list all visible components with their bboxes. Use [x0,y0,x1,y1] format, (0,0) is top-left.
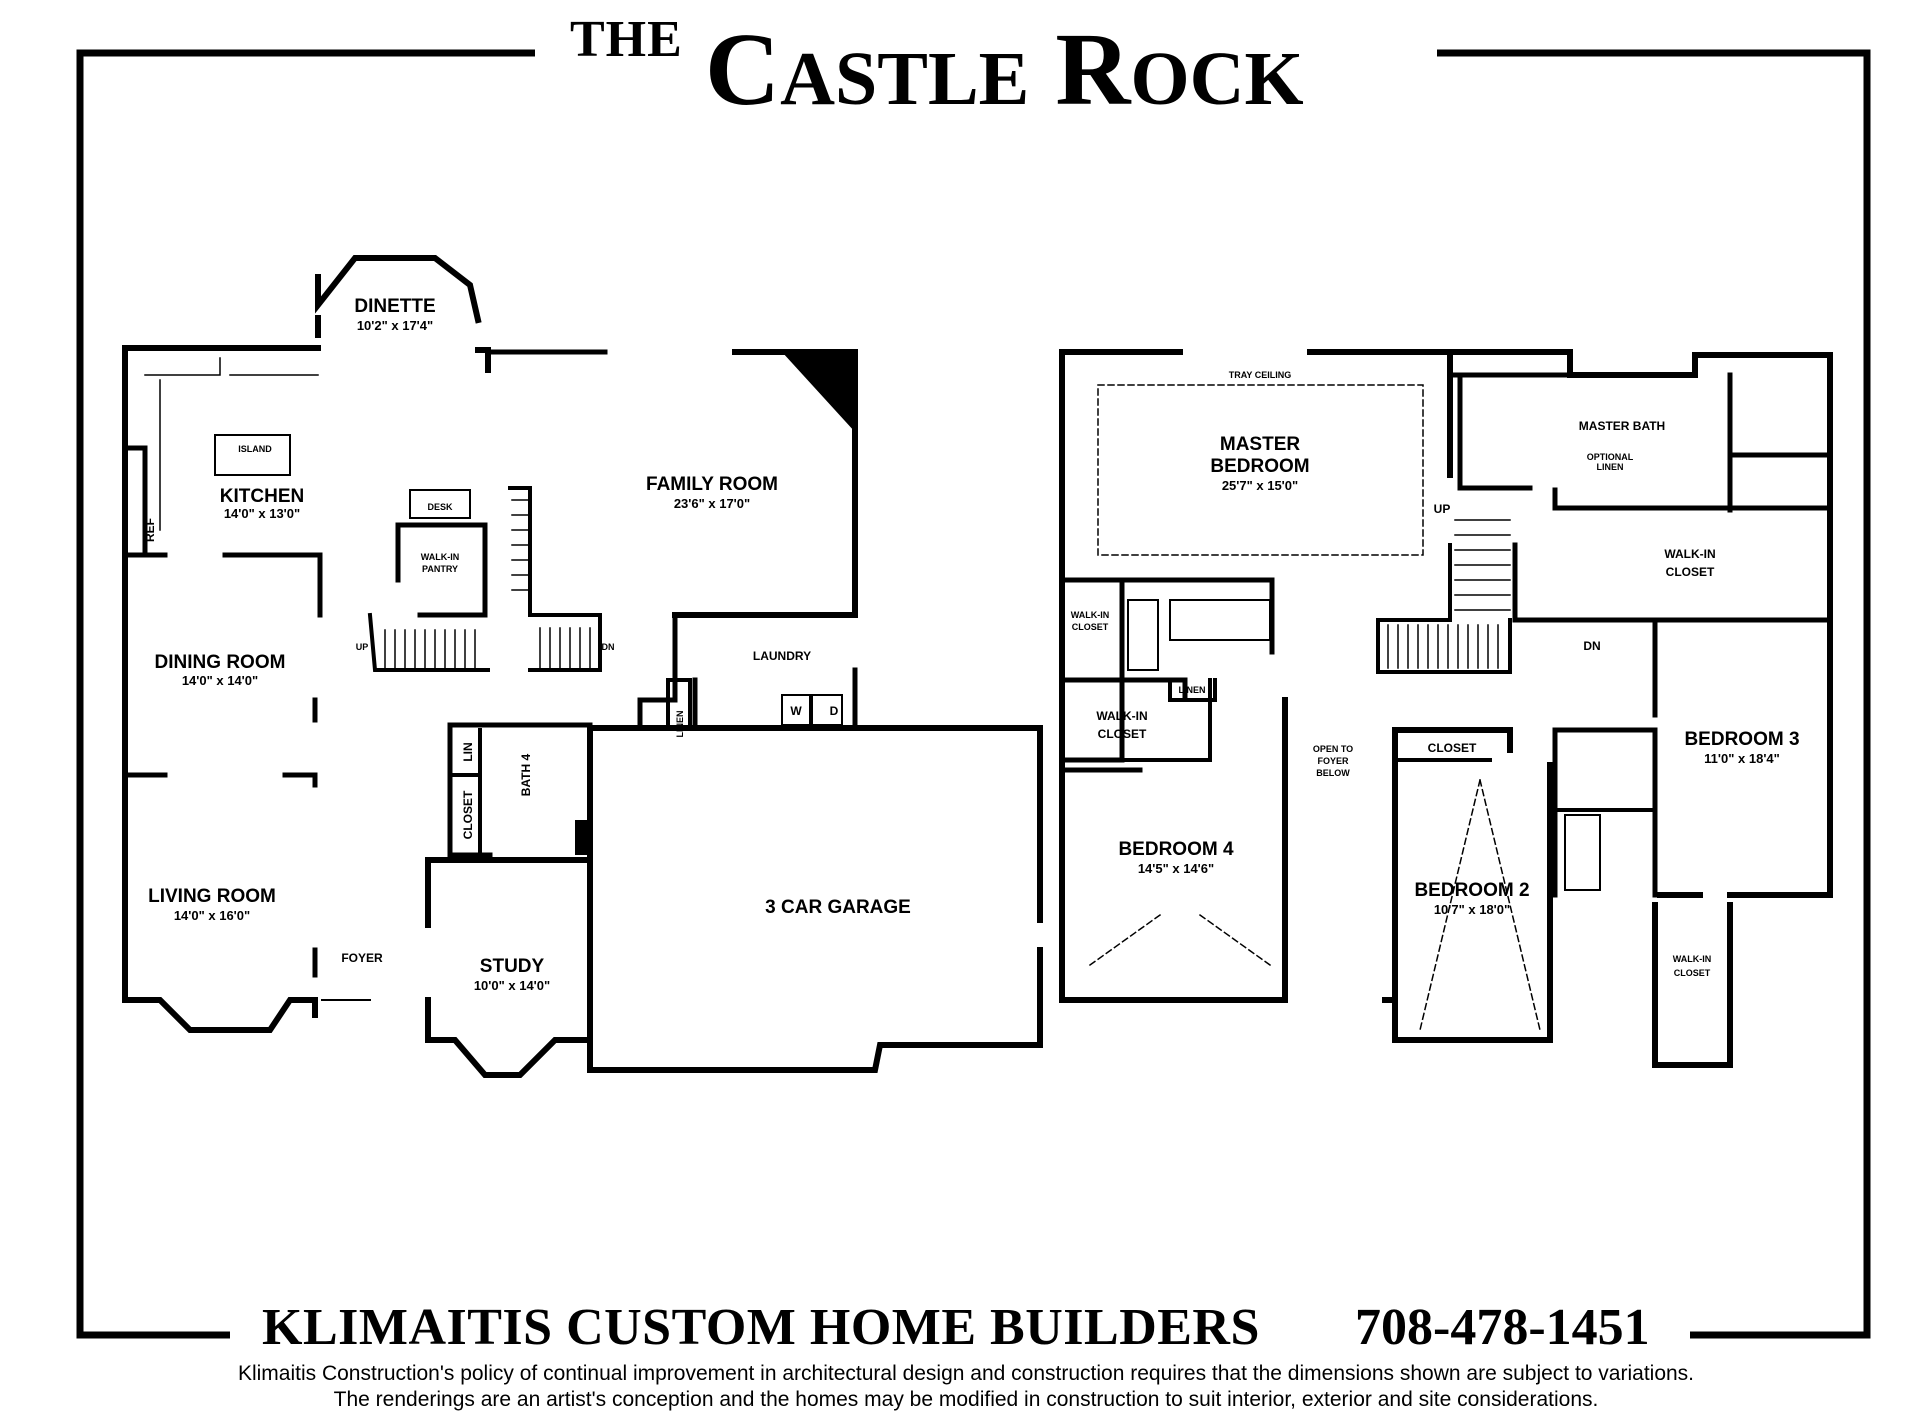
phone-number: 708-478-1451 [1355,1299,1650,1356]
washer-label: W [790,704,802,718]
title-prefix: THE [570,11,683,68]
dryer-label: D [830,704,839,718]
disclaimer-line-2: The renderings are an artist's conceptio… [333,1388,1599,1411]
walkin-closet-small-1: WALK-IN [1071,610,1110,620]
desk-label: DESK [427,502,453,512]
family-room-label: FAMILY ROOM [646,474,778,495]
closet-label: CLOSET [461,790,475,839]
study-dims: 10'0" x 14'0" [474,978,550,993]
dinette-dims: 10'2" x 17'4" [357,318,433,333]
pantry-label-2: PANTRY [422,564,458,574]
open-to-foyer-3: BELOW [1316,768,1350,778]
first-floor-plan [122,255,1043,1078]
family-room-dims: 23'6" x 17'0" [674,496,750,511]
master-bedroom-label-2: BEDROOM [1210,456,1309,477]
optional-linen-1: OPTIONAL [1587,452,1634,462]
lin-label: LIN [461,742,475,761]
dining-room-label: DINING ROOM [155,652,286,673]
bedroom4-label: BEDROOM 4 [1118,839,1234,860]
builder-name: KLIMAITIS CUSTOM HOME BUILDERS [262,1299,1260,1356]
up-label: UP [356,642,369,652]
walkin-closet-b3-2: CLOSET [1674,968,1711,978]
walkin-closet-b4-1: WALK-IN [1096,709,1147,723]
walkin-closet-b4-2: CLOSET [1098,727,1147,741]
pantry-label-1: WALK-IN [421,552,460,562]
master-bedroom-dims: 25'7" x 15'0" [1222,478,1298,493]
bedroom4-dims: 14'5" x 14'6" [1138,861,1214,876]
dinette-label: DINETTE [354,296,435,317]
living-room-label: LIVING ROOM [148,886,276,907]
open-to-foyer-2: FOYER [1317,756,1349,766]
foyer-label: FOYER [341,951,383,965]
garage-label: 3 CAR GARAGE [765,897,911,918]
walkin-closet-master-2: CLOSET [1666,565,1715,579]
kitchen-dims: 14'0" x 13'0" [224,506,300,521]
walkin-closet-small-2: CLOSET [1072,622,1109,632]
dn-label: DN [602,642,615,652]
open-to-foyer-1: OPEN TO [1313,744,1353,754]
dn-label-2: DN [1583,639,1600,653]
walkin-closet-master-1: WALK-IN [1664,547,1715,561]
island-label: ISLAND [238,444,272,454]
linen-label-2: LINEN [1179,685,1206,695]
master-bath-label: MASTER BATH [1579,419,1665,433]
bath4-label: BATH 4 [519,753,533,796]
optional-linen-2: LINEN [1597,462,1624,472]
kitchen-label: KITCHEN [220,486,304,507]
ref-label: REF [143,518,157,542]
tray-ceiling-label: TRAY CEILING [1229,370,1292,380]
walkin-closet-b3-1: WALK-IN [1673,954,1712,964]
closet-b2-label: CLOSET [1428,741,1477,755]
second-floor-plan [1059,349,1833,1068]
dining-room-dims: 14'0" x 14'0" [182,673,258,688]
master-bedroom-label-1: MASTER [1220,434,1301,455]
bedroom2-dims: 10'7" x 18'0" [1434,902,1510,917]
disclaimer-line-1: Klimaitis Construction's policy of conti… [237,1362,1695,1385]
laundry-label: LAUNDRY [753,649,811,663]
up-label-2: UP [1434,502,1451,516]
study-label: STUDY [480,956,545,977]
plan-title: CASTLE ROCK [705,12,1304,127]
living-room-dims: 14'0" x 16'0" [174,908,250,923]
bedroom2-label: BEDROOM 2 [1414,880,1529,901]
bedroom3-dims: 11'0" x 18'4" [1704,751,1780,766]
linen-label: LINEN [675,711,685,738]
bedroom3-label: BEDROOM 3 [1684,729,1799,750]
